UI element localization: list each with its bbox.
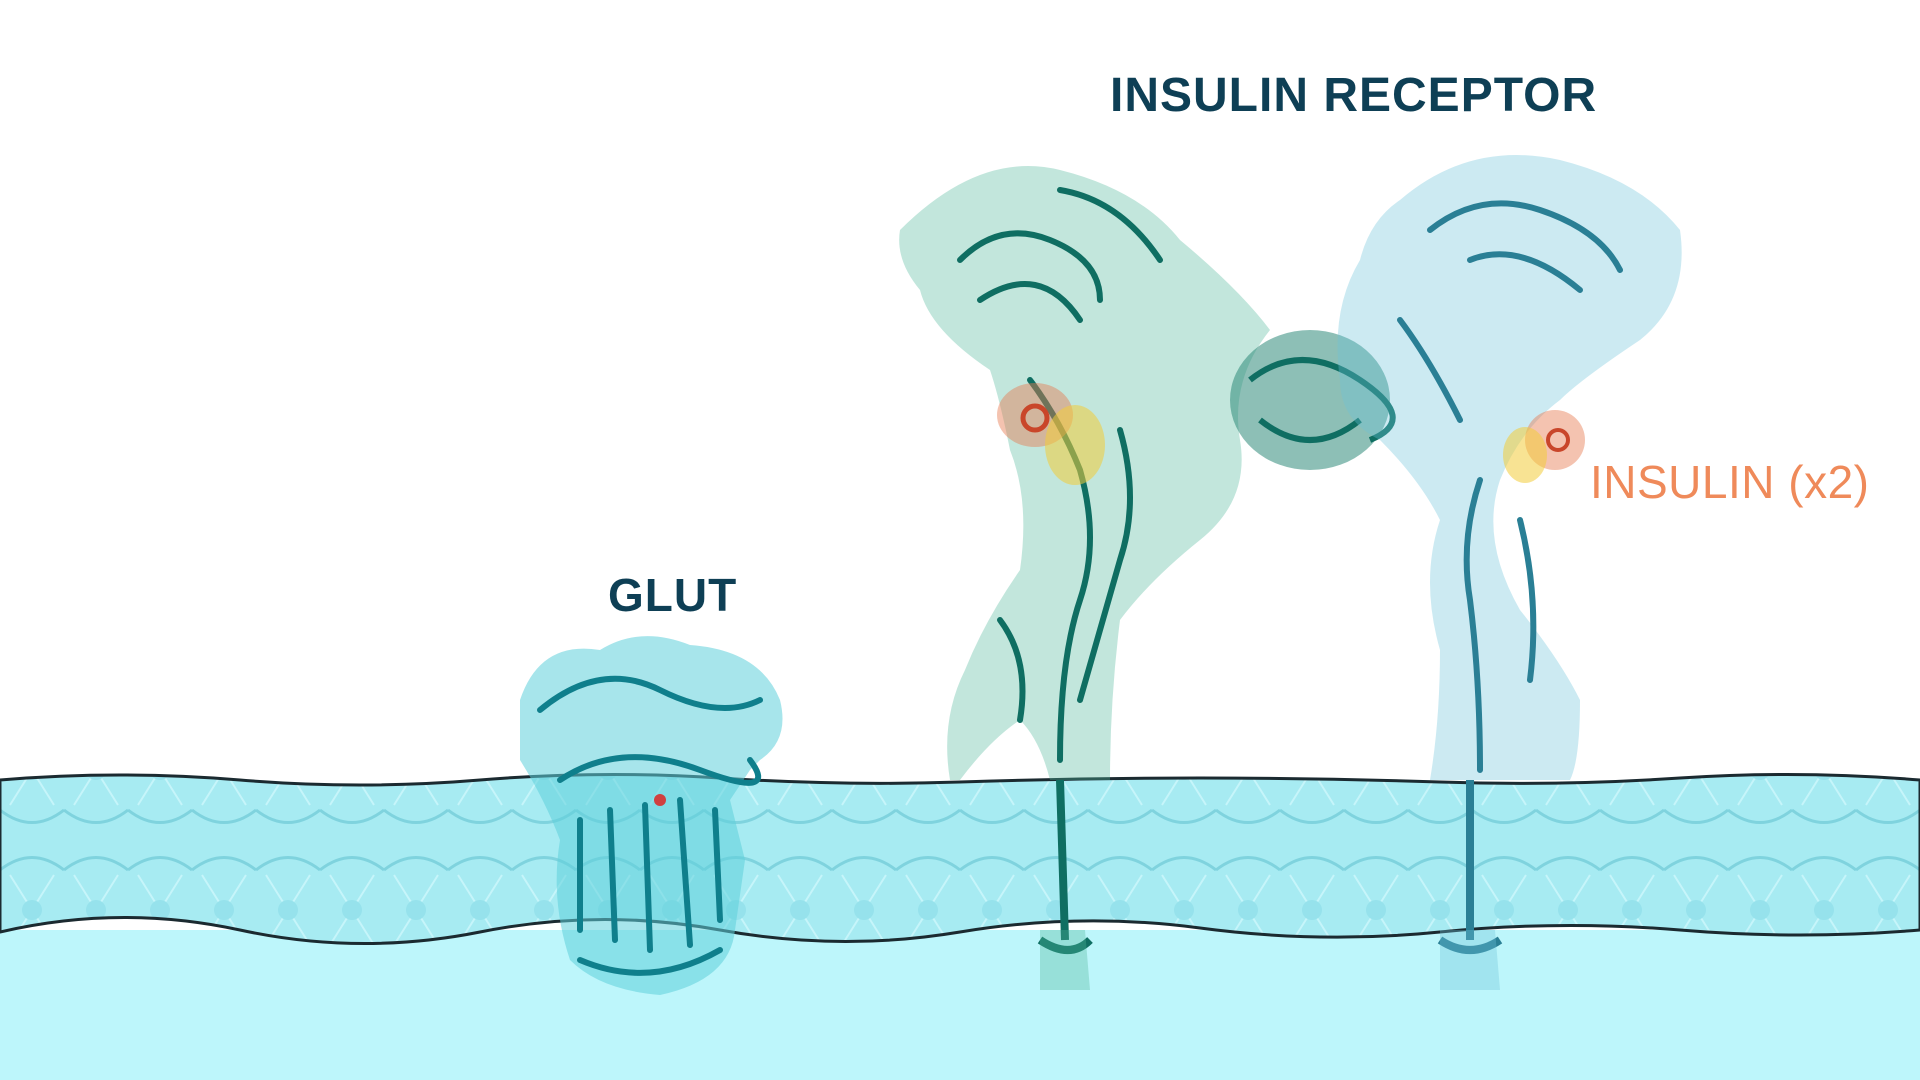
glut-label: GLUT — [608, 569, 738, 621]
cytoplasm-region — [0, 930, 1920, 1080]
insulin-label: INSULIN (x2) — [1590, 456, 1870, 508]
insulin-receptor-label: INSULIN RECEPTOR — [1110, 69, 1598, 122]
insulin-molecule — [997, 383, 1105, 485]
insulin-receptor-right-arm — [1337, 155, 1682, 990]
insulin-molecule-right — [1503, 410, 1585, 483]
glut-transporter-structure — [520, 636, 783, 995]
lipid-membrane — [0, 772, 1920, 945]
